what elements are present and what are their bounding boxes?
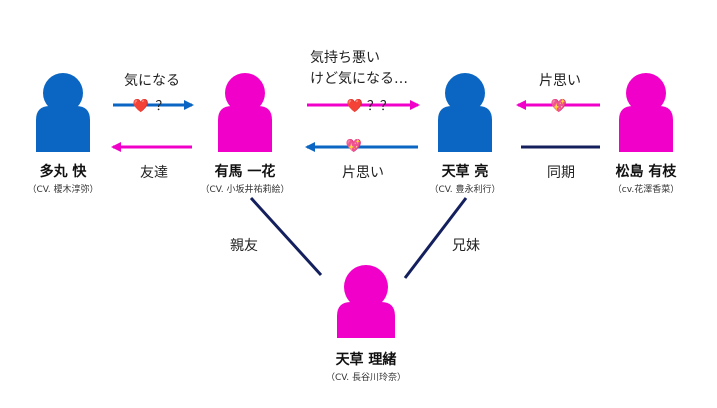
cv-amakusa-ryo: （CV. 豊永利行） <box>429 183 500 195</box>
label-ryo-rio: 兄妹 <box>452 238 480 254</box>
label-arima-to-ryo-line1: 気持ち悪い <box>310 50 380 66</box>
heart-matsushima-to-ryo: 💖 <box>551 98 568 114</box>
cv-tamaru: （CV. 榎木淳弥） <box>27 183 98 195</box>
label-arima-to-tamaru: 友達 <box>140 165 168 181</box>
label-tamaru-to-arima: 気になる <box>124 73 180 89</box>
label-matsushima-to-ryo: 片思い <box>539 73 581 89</box>
heart-tamaru-to-arima: ❤️ <box>133 98 150 114</box>
person-amakusa-ryo-figure <box>438 73 492 152</box>
name-amakusa-ryo: 天草 亮 <box>442 163 489 180</box>
name-arima: 有馬 一花 <box>215 163 276 180</box>
heart-arima-to-ryo: ❤️ <box>347 98 364 114</box>
name-tamaru: 多丸 快 <box>40 163 88 180</box>
person-amakusa-rio-figure <box>337 265 395 338</box>
cv-amakusa-rio: （CV. 長谷川玲奈） <box>326 371 406 383</box>
label-arima-to-ryo-line2: けど気になる… <box>310 71 408 87</box>
line-ryo-rio <box>403 197 468 279</box>
name-amakusa-rio: 天草 理緒 <box>336 351 397 368</box>
name-matsushima: 松島 有枝 <box>616 163 678 180</box>
cv-arima: （CV. 小坂井祐莉絵） <box>200 183 289 195</box>
person-arima-figure <box>218 73 272 152</box>
person-matsushima-figure <box>619 73 673 152</box>
mark-tamaru-to-arima: ？ <box>155 99 168 114</box>
mark-arima-to-ryo: ？？ <box>367 99 393 114</box>
label-arima-rio: 親友 <box>230 238 258 254</box>
label-ryo-matsushima: 同期 <box>547 165 575 181</box>
person-tamaru-figure <box>36 73 90 152</box>
heart-ryo-to-arima: 💖 <box>346 138 363 154</box>
line-arima-rio <box>249 196 323 277</box>
label-ryo-to-arima: 片思い <box>342 165 384 181</box>
cv-matsushima: （cv.花澤香菜） <box>613 183 679 195</box>
